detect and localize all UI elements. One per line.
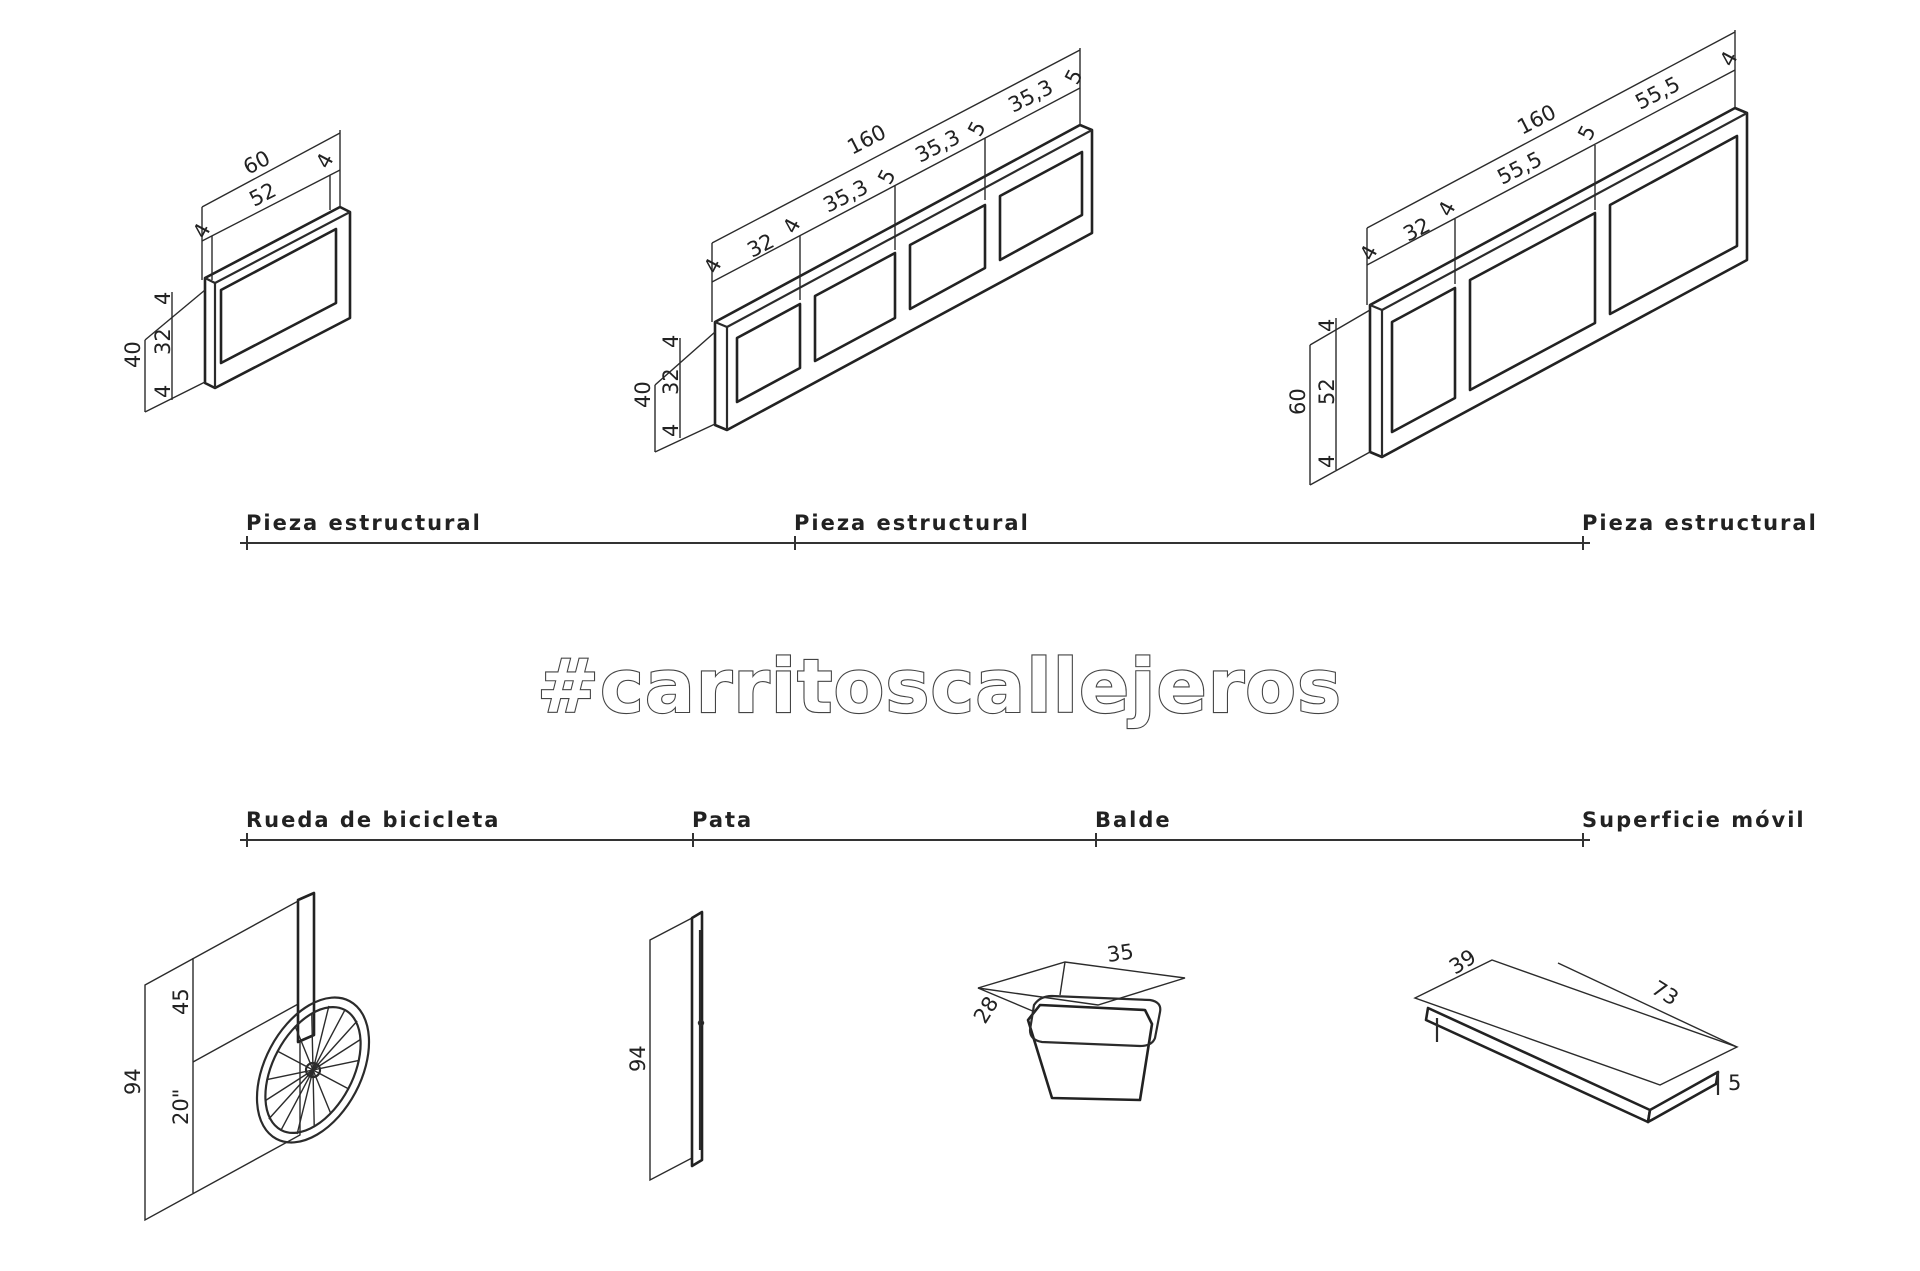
dim-bar-bottom: 4 bbox=[151, 385, 175, 398]
dim-inner-height: 32 bbox=[659, 368, 683, 395]
dim-seg-3: 55,5 bbox=[1493, 147, 1546, 190]
label-leg: Pata bbox=[692, 808, 753, 832]
timeline-marker bbox=[788, 536, 802, 550]
spokes bbox=[264, 1005, 362, 1135]
dim-seg-4: 5 bbox=[1573, 121, 1600, 144]
dim-post-a: 4 bbox=[699, 254, 726, 277]
dim-post-b: 4 bbox=[311, 149, 338, 172]
bay-4 bbox=[998, 150, 1084, 262]
timeline-marker bbox=[240, 833, 254, 847]
dim-total-width: 160 bbox=[1513, 100, 1560, 140]
leg-component: 94 bbox=[626, 910, 705, 1182]
dimension-plane bbox=[144, 898, 301, 1222]
dim-thickness: 5 bbox=[1728, 1071, 1741, 1095]
hub bbox=[304, 1061, 322, 1079]
frame-opening bbox=[219, 227, 338, 365]
dim-total-height: 40 bbox=[631, 381, 655, 408]
dim-seg-1: 32 bbox=[743, 229, 778, 263]
bay-2 bbox=[813, 251, 897, 363]
bucket-rim bbox=[1028, 994, 1162, 1048]
bay-1 bbox=[735, 302, 802, 404]
dim-total-height: 40 bbox=[121, 341, 145, 368]
dim-height: 94 bbox=[626, 1045, 650, 1072]
structural-piece-tall: 160 32 4 55,5 5 55,5 4 4 60 52 4 4 bbox=[1286, 30, 1749, 486]
dim-length: 73 bbox=[1647, 976, 1682, 1011]
bay-1 bbox=[1390, 286, 1457, 434]
timeline-top: Pieza estructural Pieza estructural Piez… bbox=[240, 511, 1818, 550]
bucket-body bbox=[1026, 1003, 1154, 1102]
label-piece-3: Pieza estructural bbox=[1582, 511, 1818, 535]
dim-bar-top: 4 bbox=[659, 335, 683, 348]
structural-piece-small: 60 52 4 4 40 32 4 4 bbox=[121, 130, 352, 413]
label-piece-1: Pieza estructural bbox=[246, 511, 482, 535]
timeline-marker bbox=[1576, 833, 1590, 847]
timeline-marker bbox=[1576, 536, 1590, 550]
bay-3 bbox=[908, 203, 987, 311]
tire-outer bbox=[255, 996, 371, 1144]
dim-total: 94 bbox=[121, 1068, 145, 1095]
dim-seg-8: 5 bbox=[1060, 65, 1087, 88]
dim-width: 35 bbox=[1105, 939, 1135, 966]
timeline-marker bbox=[1089, 833, 1103, 847]
dim-inner-height: 32 bbox=[151, 328, 175, 355]
dim-seg-2: 4 bbox=[778, 214, 805, 237]
dim-bar-bottom: 4 bbox=[659, 424, 683, 437]
surface-front-edge bbox=[1424, 1006, 1652, 1124]
dim-total-height: 60 bbox=[1286, 388, 1310, 415]
leg-dimension-plane bbox=[649, 916, 693, 1182]
dim-total-width: 60 bbox=[239, 146, 274, 180]
structural-piece-long: 160 32 4 35,3 5 35,3 5 35,3 5 4 40 32 4 … bbox=[631, 48, 1094, 453]
timeline-marker bbox=[240, 536, 254, 550]
label-wheel: Rueda de bicicleta bbox=[246, 808, 500, 832]
surface-dimension-plane bbox=[1413, 959, 1739, 1086]
dim-seg-7: 35,3 bbox=[1004, 75, 1057, 118]
dim-wheel: 20" bbox=[169, 1089, 193, 1125]
label-bucket: Balde bbox=[1095, 808, 1172, 832]
dim-depth: 39 bbox=[1445, 945, 1480, 980]
bay-2 bbox=[1468, 211, 1597, 392]
dim-upper: 45 bbox=[169, 988, 193, 1015]
bucket-top-plane bbox=[977, 961, 1186, 1006]
dim-seg-6: 4 bbox=[1715, 47, 1742, 70]
dim-inner-height: 52 bbox=[1315, 378, 1339, 405]
bicycle-wheel-component: 94 45 20" bbox=[121, 891, 371, 1222]
dim-seg-5: 55,5 bbox=[1631, 72, 1684, 115]
dim-seg-5: 35,3 bbox=[911, 125, 964, 168]
bay-3 bbox=[1608, 134, 1739, 316]
dim-post-a: 4 bbox=[1355, 241, 1382, 264]
label-surface: Superficie móvil bbox=[1582, 808, 1806, 832]
label-piece-2: Pieza estructural bbox=[794, 511, 1030, 535]
timeline-bottom: Rueda de bicicleta Pata Balde Superficie… bbox=[240, 808, 1806, 847]
surface-side-edge bbox=[1646, 1070, 1720, 1124]
dim-inner-width: 52 bbox=[245, 178, 280, 212]
timeline-marker bbox=[686, 833, 700, 847]
movable-surface-component: 39 73 5 bbox=[1413, 945, 1741, 1124]
bucket-component: 35 28 bbox=[969, 939, 1186, 1102]
dim-bar-bottom: 4 bbox=[1315, 455, 1339, 468]
dim-seg-1: 32 bbox=[1399, 213, 1434, 247]
dim-bar-top: 4 bbox=[1315, 319, 1339, 332]
dim-bar-top: 4 bbox=[151, 292, 175, 305]
hashtag-title: #carritoscallejeros bbox=[537, 644, 1342, 730]
dim-depth: 28 bbox=[969, 992, 1004, 1027]
